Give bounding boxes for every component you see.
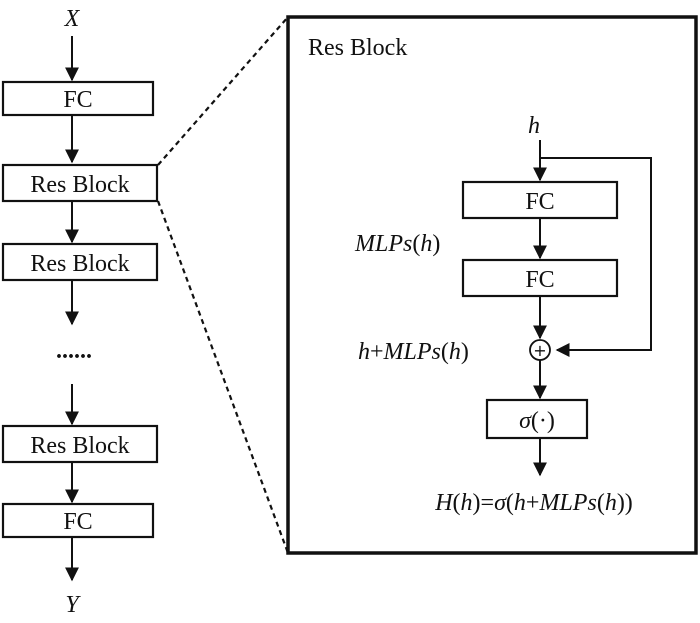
res-block-1-box xyxy=(1,163,159,203)
skip-connection xyxy=(540,157,652,357)
mlps-label: MLPs(h) xyxy=(354,231,440,257)
detail-fc1-box xyxy=(461,180,619,220)
res-block-2-label: Res Block xyxy=(30,251,129,277)
sigma-label: σ(·) xyxy=(519,408,555,434)
sum-label: h+MLPs(h) xyxy=(358,339,469,365)
ellipsis: ...... xyxy=(56,338,92,364)
fc-bottom-label: FC xyxy=(63,509,92,535)
zoom-connector-top xyxy=(157,16,289,166)
detail-panel-title: Res Block xyxy=(308,35,407,61)
fc-bottom-box xyxy=(1,502,155,539)
output-y-label: Y xyxy=(65,592,81,618)
sum-plus-symbol: + xyxy=(533,341,546,360)
res-block-1-label: Res Block xyxy=(30,172,129,198)
zoom-connector-bottom xyxy=(156,200,290,554)
res-block-last-box xyxy=(1,424,159,464)
res-block-2-box xyxy=(1,242,159,282)
fc-top-box xyxy=(1,80,155,117)
detail-fc2-label: FC xyxy=(525,267,554,293)
sigma-box xyxy=(485,398,589,440)
input-x-label: X xyxy=(64,6,81,32)
output-formula: H(h)=σ(h+MLPs(h)) xyxy=(434,490,633,516)
fc-top-label: FC xyxy=(63,87,92,113)
detail-fc1-label: FC xyxy=(525,189,554,215)
detail-input-h: h xyxy=(528,113,540,139)
res-block-last-label: Res Block xyxy=(30,433,129,459)
